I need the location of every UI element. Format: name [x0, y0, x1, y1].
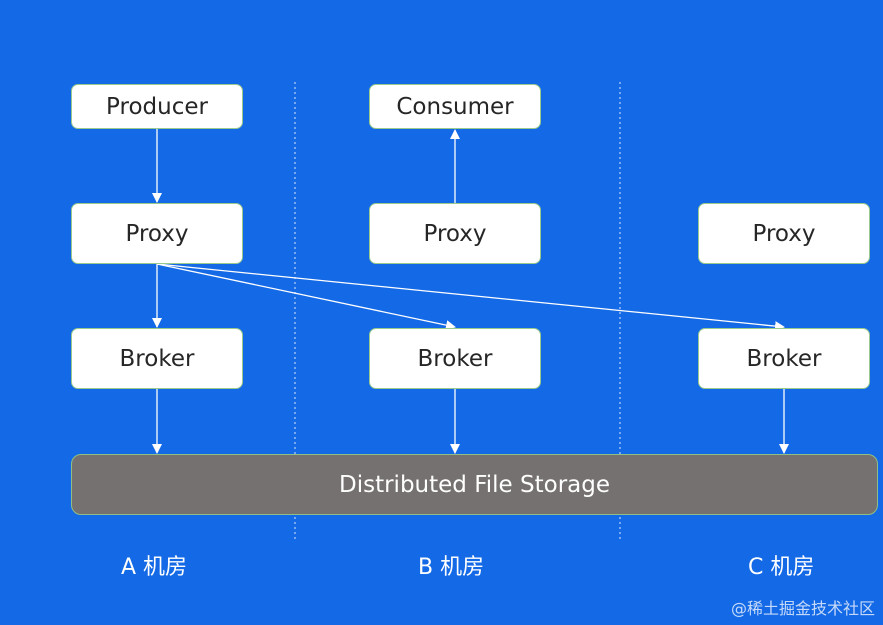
proxy-node-a: Proxy [71, 203, 243, 264]
arrow-proxy-a-to-broker-b [156, 263, 456, 331]
broker-node-a: Broker [71, 328, 243, 389]
distributed-file-storage: Distributed File Storage [71, 454, 878, 515]
arrow-proxy-a-to-broker-c [156, 263, 785, 332]
consumer-node: Consumer [369, 84, 541, 129]
broker-node-b: Broker [369, 328, 541, 389]
producer-node: Producer [71, 84, 243, 129]
site-watermark: @稀土掘金技术社区 [730, 599, 875, 618]
room-label-c: C 机房 [748, 555, 815, 580]
proxy-node-b: Proxy [369, 203, 541, 264]
broker-node-c: Broker [698, 328, 870, 389]
room-label-a: A 机房 [121, 555, 188, 580]
proxy-node-c: Proxy [698, 203, 870, 264]
room-label-b: B 机房 [418, 555, 485, 580]
